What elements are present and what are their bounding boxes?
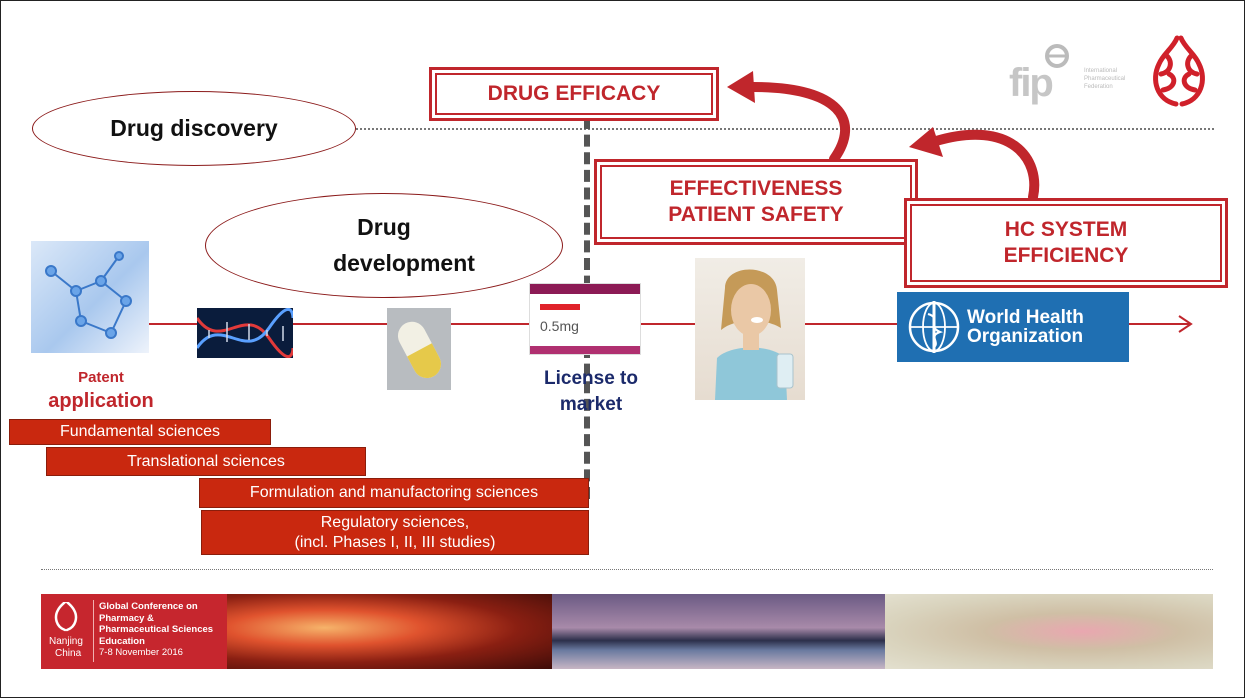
dna-helix-icon [197, 308, 293, 358]
conference-banner: Nanjing China Global Conference on Pharm… [41, 594, 1213, 669]
banner-lanterns-image [227, 594, 552, 669]
hc-system-box: HC SYSTEM EFFICIENCY [904, 198, 1228, 288]
drug-efficacy-label: DRUG EFFICACY [487, 81, 661, 105]
molecule-icon [45, 251, 132, 339]
fip-letters: fip [1009, 61, 1054, 105]
formulation-sciences-bar: Formulation and manufactoring sciences [199, 478, 589, 508]
drug-discovery-label: Drug discovery [110, 115, 278, 141]
molecule-image [31, 241, 149, 353]
banner-line5: 7-8 November 2016 [99, 647, 183, 659]
who-logo: World Health Organization [897, 292, 1129, 362]
banner-line2: Pharmacy & [99, 612, 154, 624]
hc-system-line1: HC SYSTEM [1004, 217, 1128, 241]
fip-text: International Pharmaceutical Federation [1084, 68, 1126, 91]
medicine-pack-icon [530, 284, 640, 354]
laurel-logo-icon [1149, 34, 1209, 114]
banner-laurel-icon [54, 602, 78, 632]
license-line2: market [559, 393, 623, 415]
effectiveness-box: EFFECTIVENESS PATIENT SAFETY [594, 159, 918, 245]
who-line2: Organization [967, 326, 1084, 347]
curved-arrows [727, 71, 1040, 202]
medicine-pack-image: 0.5mg [529, 283, 641, 355]
patent-application-label: Patent application [31, 369, 171, 413]
banner-country: China [55, 648, 82, 659]
patent-line1: Patent [78, 369, 124, 386]
effectiveness-line1: EFFECTIVENESS [669, 176, 843, 200]
license-line1: License to [544, 368, 638, 389]
patent-line2: application [48, 390, 154, 412]
drug-efficacy-box: DRUG EFFICACY [429, 67, 719, 121]
pack-dose: 0.5mg [540, 318, 579, 334]
who-text: World Health Organization [967, 308, 1084, 346]
banner-title-panel: Nanjing China Global Conference on Pharm… [41, 594, 227, 669]
fip-logo-mark-icon [1045, 44, 1069, 68]
discovery-dotted-line [356, 128, 1214, 130]
who-line1: World Health [967, 307, 1084, 328]
banner-line4: Education [99, 635, 145, 647]
who-emblem-icon [908, 301, 960, 353]
drug-development-line2: development [333, 249, 475, 276]
effectiveness-line2: PATIENT SAFETY [668, 203, 844, 226]
drug-development-ellipse: Drug development [205, 193, 563, 298]
license-to-market-label: License to market [521, 366, 661, 417]
banner-flowers-image [885, 594, 1213, 669]
woman-pill-image [695, 258, 805, 400]
banner-city: Nanjing [49, 636, 83, 647]
regulatory-sciences-bar: Regulatory sciences, (incl. Phases I, II… [201, 510, 589, 555]
hc-system-line2: EFFICIENCY [1003, 244, 1129, 267]
banner-line3: Pharmaceutical Sciences [99, 624, 214, 636]
footer-dotted-line [41, 569, 1213, 570]
dna-image [197, 308, 293, 358]
woman-pill-icon [715, 269, 794, 400]
fundamental-sciences-bar: Fundamental sciences [9, 419, 271, 445]
translational-sciences-bar: Translational sciences [46, 447, 366, 476]
fip-logo: fip International Pharmaceutical Federat… [1009, 39, 1125, 109]
capsule-image [387, 308, 451, 390]
banner-line1: Global Conference on [99, 601, 198, 612]
banner-skyline-image [552, 594, 885, 669]
capsule-icon [397, 321, 441, 379]
drug-discovery-ellipse: Drug discovery [32, 91, 356, 166]
drug-development-line1: Drug [357, 213, 411, 240]
